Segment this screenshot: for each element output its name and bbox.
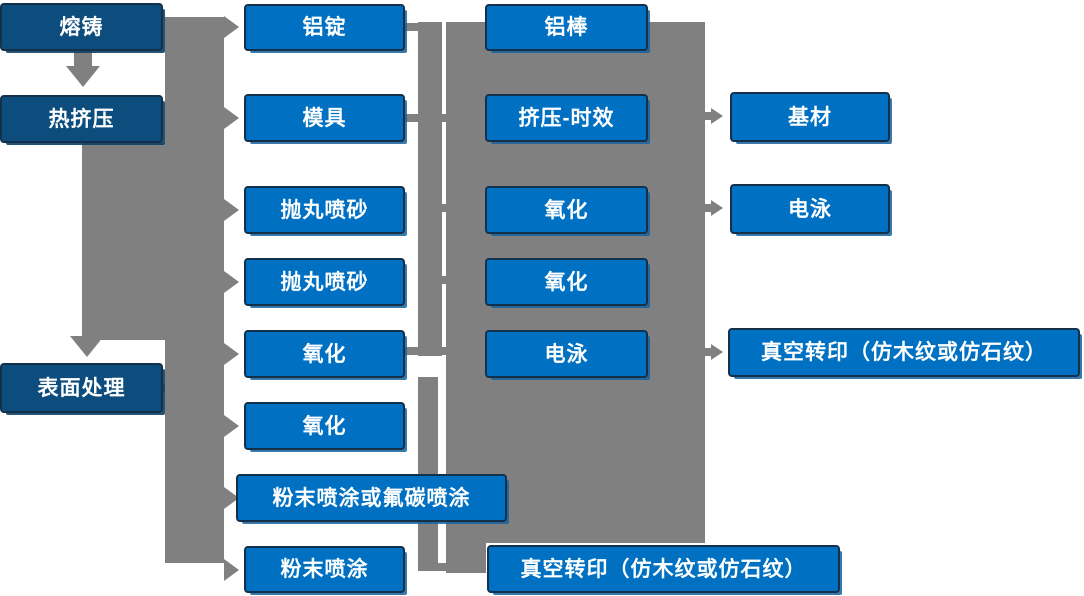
flow-node-powder-or-fluorocarbon: 粉末喷涂或氟碳喷涂	[236, 474, 507, 522]
arrow-to-mold-icon	[224, 107, 239, 129]
flow-node-mold: 模具	[244, 94, 405, 142]
connector-bar-to-block-stub-2	[442, 204, 448, 212]
flow-node-hot-extrusion: 热挤压	[0, 95, 163, 143]
arrow-to-shot-blasting-1-icon	[224, 199, 239, 221]
connector-center-block-foot	[446, 543, 486, 573]
flow-node-oxidation-2: 氧化	[244, 402, 405, 450]
flow-node-shot-blasting-1: 抛丸喷砂	[244, 186, 405, 234]
flow-node-melting-casting: 熔铸	[0, 3, 163, 51]
connector-extrusion-to-surface-band	[82, 143, 167, 340]
flow-node-aluminum-rod: 铝棒	[485, 4, 648, 51]
flow-node-extrusion-aging: 挤压-时效	[485, 94, 648, 142]
connector-ingot-to-bar-stub	[405, 23, 419, 31]
flow-node-oxidation-3: 氧化	[485, 186, 648, 234]
connector-bar-to-block-stub-1	[442, 114, 448, 122]
arrow-to-hot-extrusion-icon	[66, 66, 100, 87]
flow-node-electrophoresis-1: 电泳	[485, 330, 648, 378]
connector-surface-treatment-stub	[160, 384, 170, 392]
flow-node-oxidation-1: 氧化	[244, 330, 405, 378]
flow-node-surface-treatment: 表面处理	[0, 363, 163, 413]
connector-oxidation1-to-bar-stub	[405, 347, 419, 355]
arrow-to-powder-fluoro-icon	[224, 487, 239, 509]
arrow-to-aluminum-ingot-icon	[224, 16, 239, 38]
arrow-to-base-material-icon	[711, 108, 723, 124]
flow-node-vacuum-transfer-bottom: 真空转印（仿木纹或仿石纹）	[487, 545, 840, 593]
arrow-to-vacuum-transfer-icon	[711, 344, 723, 360]
flow-node-shot-blasting-2: 抛丸喷砂	[244, 258, 405, 306]
arrow-to-oxidation-1-icon	[224, 343, 239, 365]
arrow-to-powder-coating-icon	[224, 559, 239, 581]
connector-block-to-transfer-stub	[705, 348, 712, 356]
connector-block-to-electro-stub	[705, 204, 712, 212]
connector-bar-to-block-stub-4	[442, 347, 448, 355]
flow-node-base-material: 基材	[730, 92, 890, 142]
arrow-to-shot-blasting-2-icon	[224, 271, 239, 293]
connector-block-to-base-stub	[705, 112, 712, 120]
flow-node-oxidation-4: 氧化	[485, 258, 648, 306]
connector-mid-bar-upper	[418, 22, 442, 356]
flow-node-aluminum-ingot: 铝锭	[244, 4, 405, 51]
flow-node-vacuum-transfer-right: 真空转印（仿木纹或仿石纹）	[728, 328, 1080, 377]
connector-left-collector-band	[165, 17, 224, 563]
connector-melt-down-stub	[74, 51, 92, 68]
connector-bar-to-block-stub-3	[442, 276, 448, 284]
connector-mold-to-bar-stub	[405, 114, 419, 122]
arrow-to-electrophoresis-2-icon	[711, 200, 723, 216]
arrow-to-surface-treatment-icon	[70, 336, 104, 357]
flow-node-powder-coating: 粉末喷涂	[244, 546, 405, 593]
arrow-to-oxidation-2-icon	[224, 415, 239, 437]
connector-powder-to-transfer-stub	[438, 563, 448, 571]
flow-node-electrophoresis-2: 电泳	[730, 184, 890, 234]
